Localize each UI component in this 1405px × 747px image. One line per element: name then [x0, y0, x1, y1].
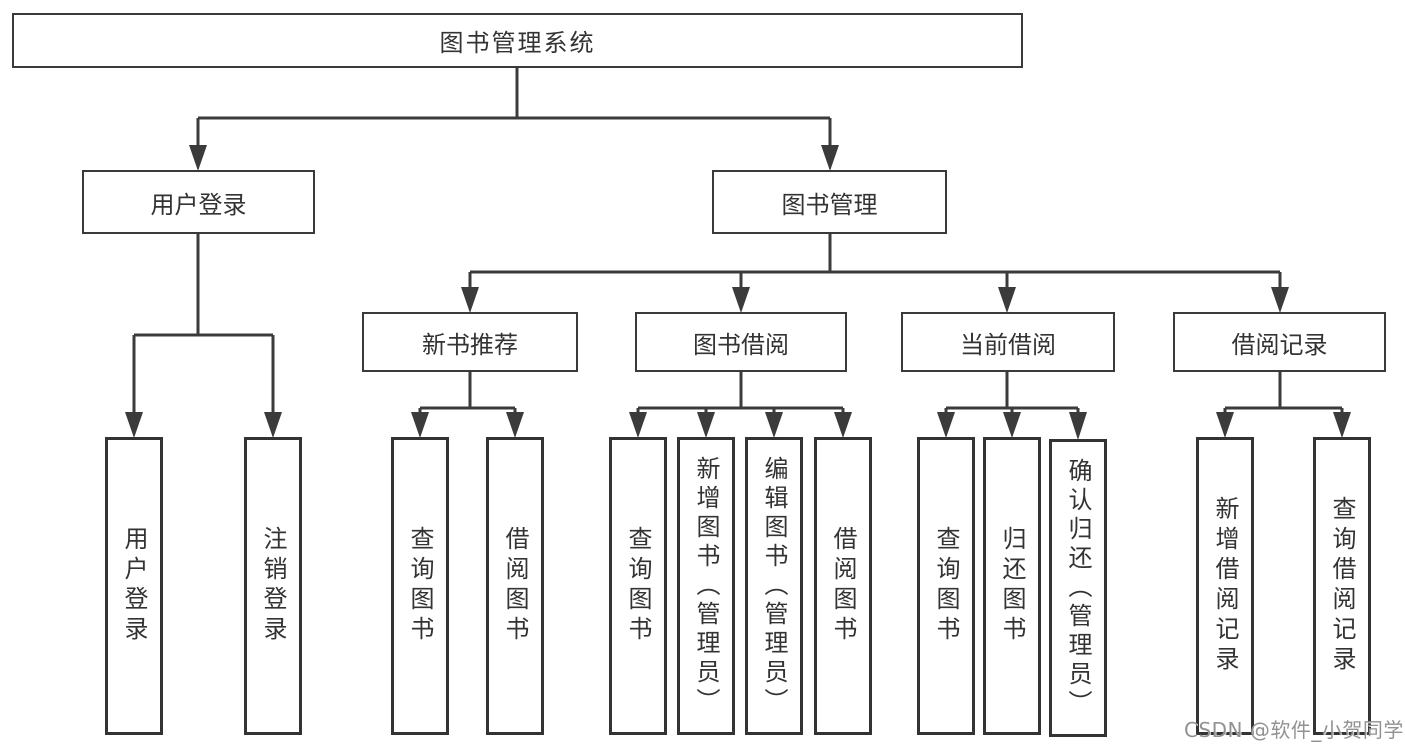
leaf-query-books-current: 查询图书	[917, 437, 975, 735]
node-label: 图书管理系统	[439, 29, 596, 57]
leaf-label: 借阅图书	[829, 526, 857, 646]
leaf-return-books: 归还图书	[983, 437, 1041, 735]
node-book-borrowing: 图书借阅	[635, 312, 847, 372]
leaf-edit-books-admin: 编辑图书（管理员）	[745, 437, 803, 735]
node-label: 用户登录	[150, 190, 247, 219]
leaf-query-borrow-record: 查询借阅记录	[1313, 437, 1371, 735]
leaf-label: 新增图书（管理员）	[692, 455, 720, 717]
leaf-borrow-books: 借阅图书	[814, 437, 872, 735]
leaf-label: 确认归还（管理员）	[1064, 457, 1092, 719]
node-label: 新书推荐	[422, 330, 518, 359]
node-label: 图书借阅	[693, 330, 789, 359]
leaf-add-books-admin: 新增图书（管理员）	[677, 437, 735, 735]
leaf-label: 用户登录	[120, 526, 148, 646]
leaf-add-borrow-record: 新增借阅记录	[1196, 437, 1254, 735]
leaf-label: 查询借阅记录	[1328, 496, 1356, 676]
leaf-user-login: 用户登录	[105, 437, 163, 735]
leaf-query-books-borrowing: 查询图书	[609, 437, 667, 735]
leaf-logout: 注销登录	[244, 437, 302, 735]
leaf-label: 归还图书	[998, 526, 1026, 646]
node-root-system: 图书管理系统	[12, 13, 1023, 68]
leaf-label: 编辑图书（管理员）	[760, 455, 788, 717]
node-user-login: 用户登录	[82, 170, 315, 234]
leaf-query-books-recommend: 查询图书	[391, 437, 449, 735]
csdn-watermark: CSDN @软件_小贺同学	[1184, 718, 1404, 742]
leaf-label: 查询图书	[624, 526, 652, 646]
leaf-label: 查询图书	[406, 526, 434, 646]
node-new-book-recommend: 新书推荐	[362, 312, 578, 372]
leaf-confirm-return-admin: 确认归还（管理员）	[1049, 439, 1107, 737]
leaf-label: 新增借阅记录	[1211, 496, 1239, 676]
node-current-borrowing: 当前借阅	[901, 312, 1115, 372]
node-borrow-records: 借阅记录	[1173, 312, 1386, 372]
leaf-borrow-books-recommend: 借阅图书	[486, 437, 544, 735]
node-book-management: 图书管理	[712, 170, 947, 234]
node-label: 图书管理	[781, 190, 878, 219]
node-label: 借阅记录	[1231, 330, 1328, 359]
node-label: 当前借阅	[960, 330, 1056, 359]
leaf-label: 注销登录	[259, 526, 287, 646]
leaf-label: 查询图书	[932, 526, 960, 646]
leaf-label: 借阅图书	[501, 526, 529, 646]
